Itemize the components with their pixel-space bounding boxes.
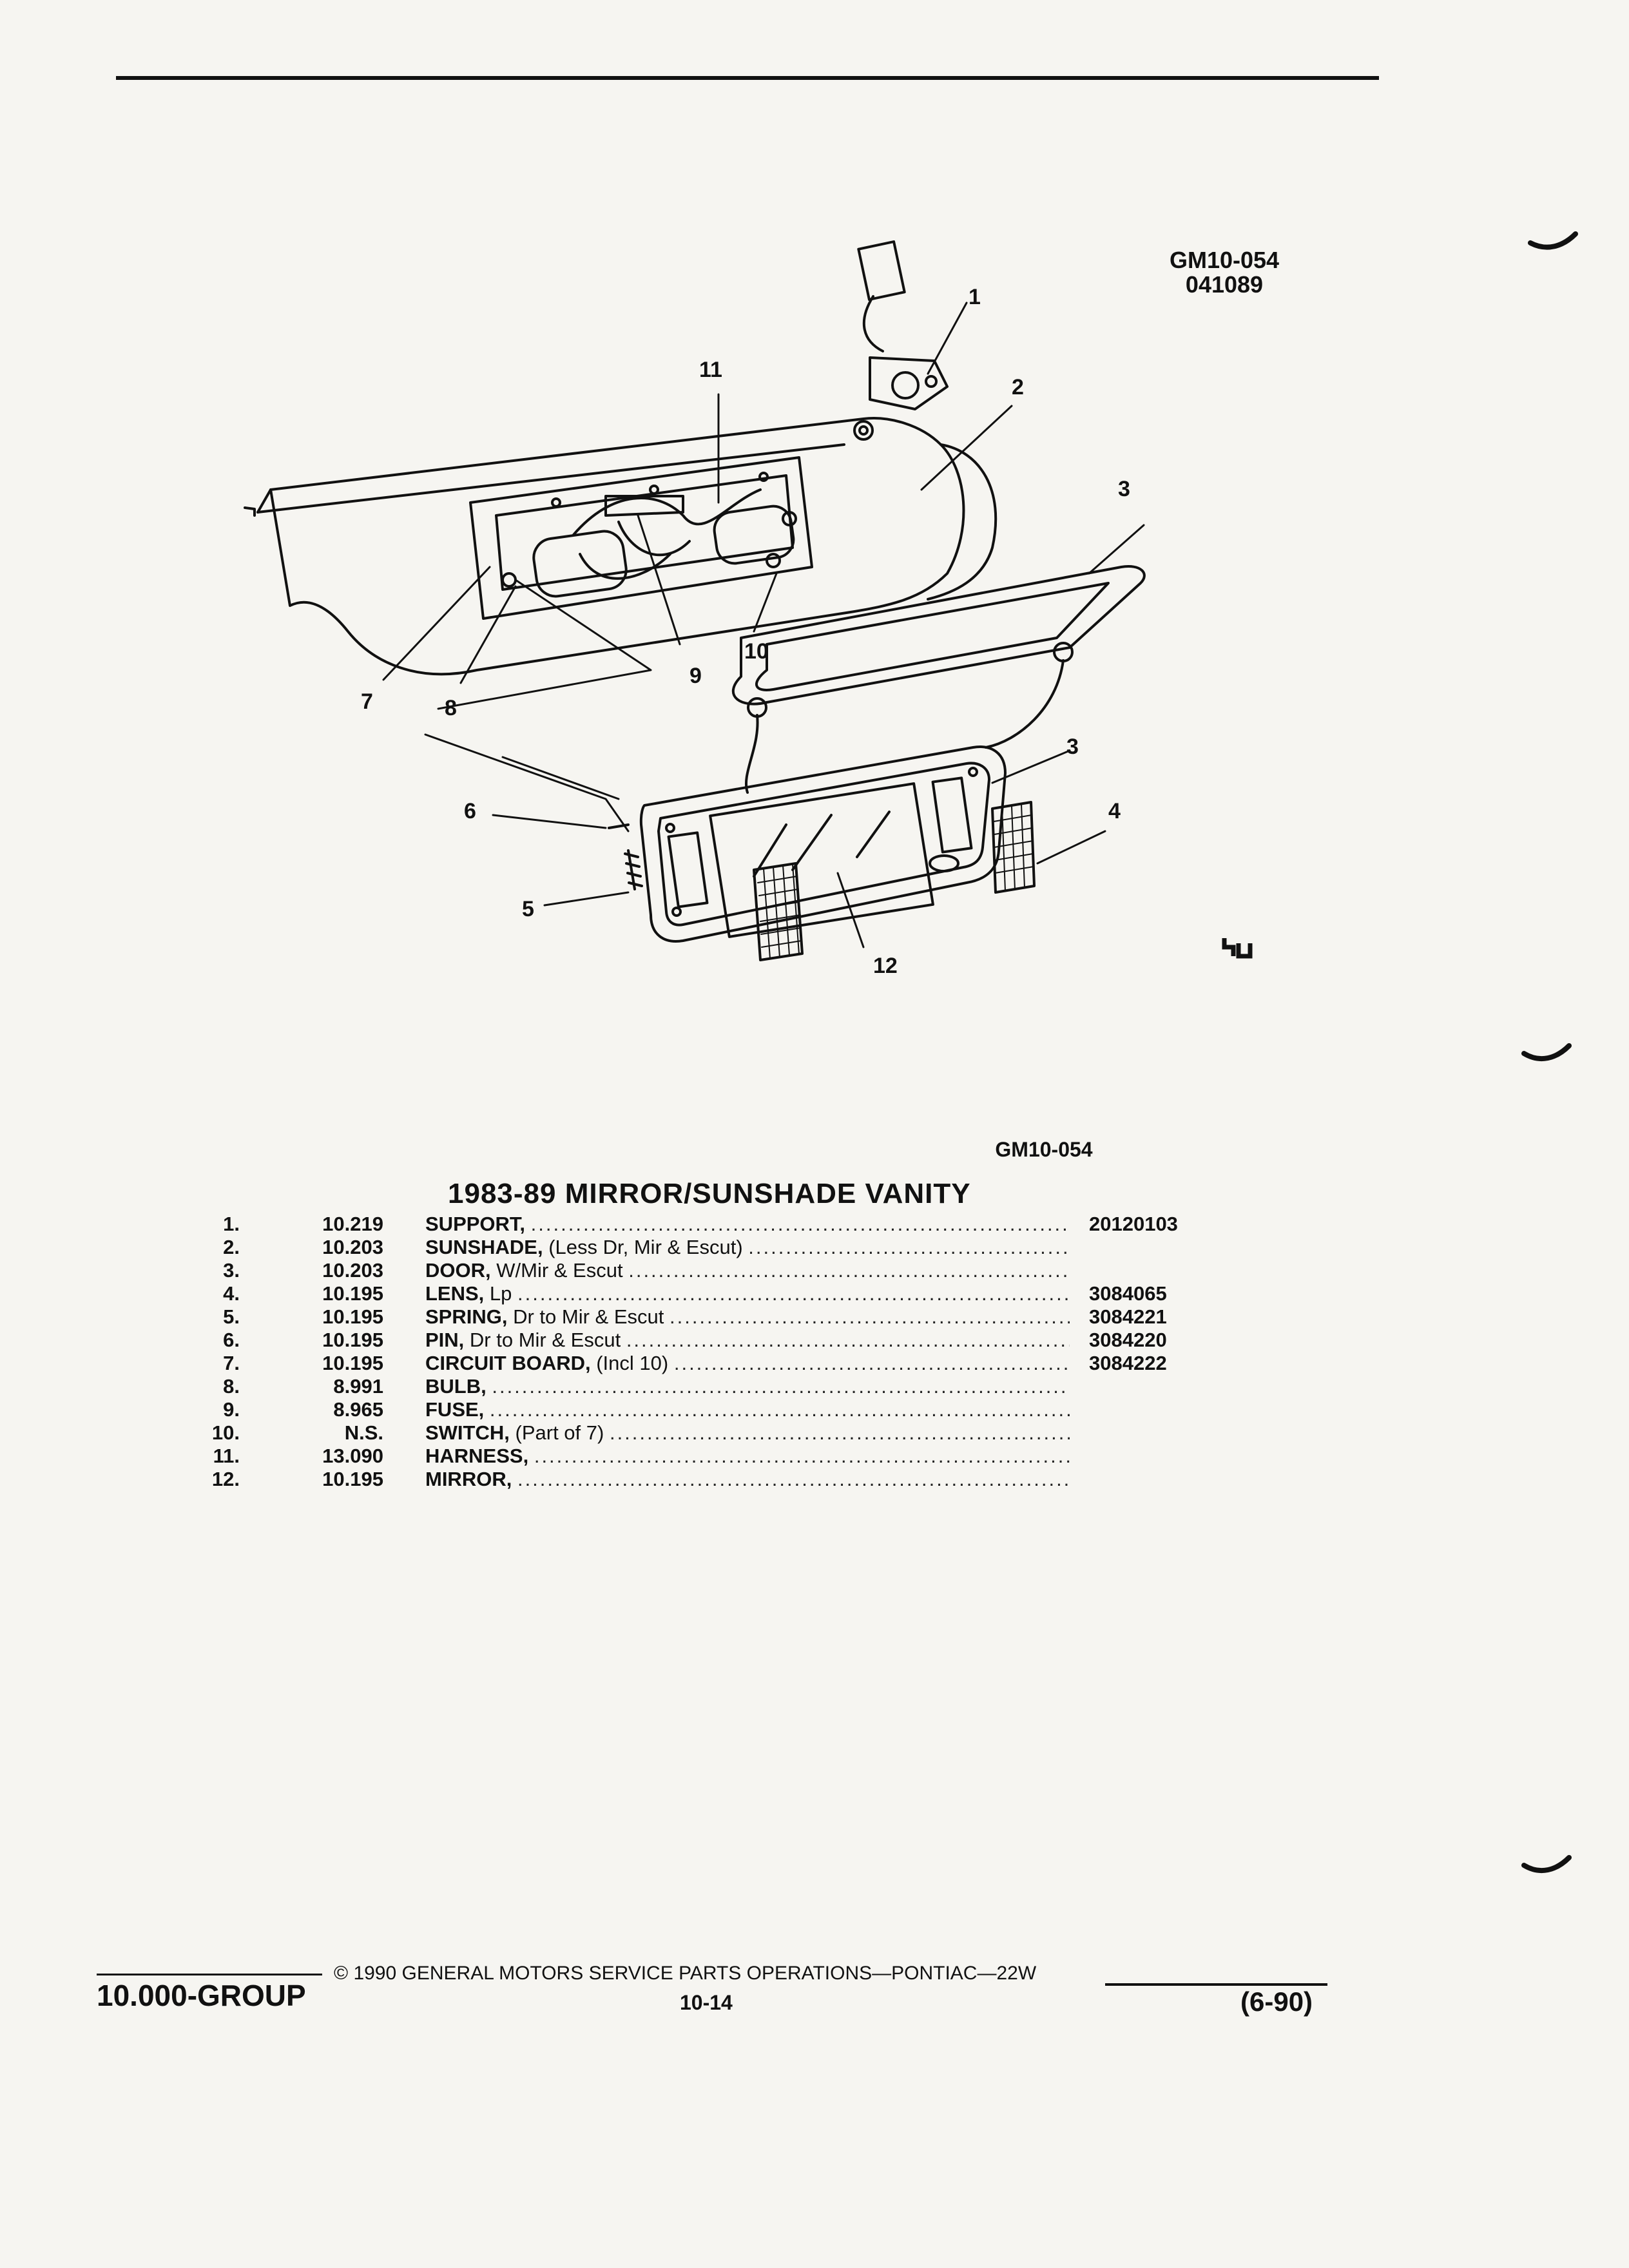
part-name: LENS, xyxy=(425,1282,485,1305)
part-name: PIN, xyxy=(425,1329,465,1351)
sunshade-part xyxy=(244,417,998,676)
item-number: 4. xyxy=(223,1282,240,1305)
section-title: 1983-89 MIRROR/SUNSHADE VANITY xyxy=(448,1178,971,1209)
part-name: MIRROR, xyxy=(425,1468,512,1490)
part-name: FUSE, xyxy=(425,1398,485,1421)
callout-1: 1 xyxy=(969,285,981,309)
part-description: LENS, Lp ...............................… xyxy=(425,1282,1070,1305)
footer-rule-left xyxy=(97,1974,322,1975)
part-number: 20120103 xyxy=(1089,1213,1178,1235)
part-description: SPRING, Dr to Mir & Escut ..............… xyxy=(425,1305,1070,1328)
part-name: BULB, xyxy=(425,1375,487,1398)
callout-9: 9 xyxy=(689,664,702,688)
group-number: 8.991 xyxy=(333,1375,383,1398)
group-number: 10.219 xyxy=(322,1213,383,1235)
part-name: SUNSHADE, xyxy=(425,1236,543,1258)
footer-group: 10.000-GROUP xyxy=(97,1979,306,2012)
lens-parts xyxy=(753,801,1036,961)
caption-code: GM10-054 xyxy=(995,1138,1093,1161)
parts-list: 1. 10.219 SUPPORT, .....................… xyxy=(0,1213,1629,1496)
part-detail: (Part of 7) xyxy=(515,1421,604,1444)
item-number: 8. xyxy=(223,1375,240,1398)
figure-date-code: 041089 xyxy=(1185,271,1264,298)
item-number: 2. xyxy=(223,1236,240,1258)
part-number: 3084221 xyxy=(1089,1305,1167,1328)
part-description: SUNSHADE, (Less Dr, Mir & Escut) .......… xyxy=(425,1236,1070,1258)
margin-mark-bottom xyxy=(1521,1855,1572,1874)
item-number: 12. xyxy=(211,1468,240,1490)
item-number: 6. xyxy=(223,1329,240,1351)
top-rule xyxy=(116,76,1379,80)
pin-spring-parts xyxy=(608,823,643,890)
group-number: 10.195 xyxy=(322,1468,383,1490)
part-description: FUSE, ..................................… xyxy=(425,1398,1070,1421)
item-number: 10. xyxy=(211,1421,240,1444)
part-name: SWITCH, xyxy=(425,1421,510,1444)
group-number: 10.195 xyxy=(322,1282,383,1305)
group-number: 10.203 xyxy=(322,1259,383,1282)
door-frame-part xyxy=(731,565,1146,794)
footer-copyright: © 1990 GENERAL MOTORS SERVICE PARTS OPER… xyxy=(334,1963,1037,1984)
part-number: 3084222 xyxy=(1089,1352,1167,1374)
callout-12: 12 xyxy=(873,954,898,978)
part-name: DOOR, xyxy=(425,1259,491,1282)
part-detail: Dr to Mir & Escut xyxy=(469,1329,621,1351)
margin-mark-top xyxy=(1528,231,1578,250)
group-number: N.S. xyxy=(344,1421,383,1444)
callout-3-lower: 3 xyxy=(1066,735,1079,759)
part-description: CIRCUIT BOARD, (Incl 10) ...............… xyxy=(425,1352,1070,1374)
gm-symbol-icon xyxy=(1222,938,1253,959)
part-description: MIRROR, ................................… xyxy=(425,1468,1070,1490)
part-detail: (Incl 10) xyxy=(596,1352,669,1374)
footer-page-number: 10-14 xyxy=(680,1991,733,2014)
callout-6: 6 xyxy=(464,799,476,823)
item-number: 7. xyxy=(223,1352,240,1374)
callout-4: 4 xyxy=(1108,799,1121,823)
item-number: 3. xyxy=(223,1259,240,1282)
margin-mark-middle xyxy=(1521,1043,1572,1062)
callout-8: 8 xyxy=(445,696,457,720)
escutcheon-mirror-part xyxy=(639,745,1007,943)
part-description: HARNESS, ...............................… xyxy=(425,1445,1070,1467)
group-number: 8.965 xyxy=(333,1398,383,1421)
figure-code: GM10-054 xyxy=(1169,247,1280,273)
group-number: 13.090 xyxy=(322,1445,383,1467)
item-number: 11. xyxy=(213,1445,240,1467)
part-name: SPRING, xyxy=(425,1305,508,1328)
support-part xyxy=(857,240,949,410)
part-name: SUPPORT, xyxy=(425,1213,526,1235)
leader-lines xyxy=(382,302,1145,948)
footer-rule-right xyxy=(1105,1983,1327,1986)
callout-7: 7 xyxy=(361,689,373,714)
part-description: PIN, Dr to Mir & Escut .................… xyxy=(425,1329,1070,1351)
part-description: SUPPORT, ...............................… xyxy=(425,1213,1070,1235)
part-name: CIRCUIT BOARD, xyxy=(425,1352,591,1374)
group-number: 10.195 xyxy=(322,1329,383,1351)
item-number: 1. xyxy=(223,1213,240,1235)
item-number: 9. xyxy=(223,1398,240,1421)
callout-3-upper: 3 xyxy=(1118,477,1130,501)
callout-5: 5 xyxy=(522,897,534,921)
part-detail: Lp xyxy=(489,1282,512,1305)
part-description: SWITCH, (Part of 7) ....................… xyxy=(425,1421,1070,1444)
footer-revision-date: (6-90) xyxy=(1240,1986,1313,2017)
part-description: BULB, ..................................… xyxy=(425,1375,1070,1398)
callout-2: 2 xyxy=(1012,375,1024,399)
group-number: 10.195 xyxy=(322,1305,383,1328)
callout-10: 10 xyxy=(744,639,769,664)
item-number: 5. xyxy=(223,1305,240,1328)
group-number: 10.203 xyxy=(322,1236,383,1258)
callout-11: 11 xyxy=(699,358,722,382)
part-description: DOOR, W/Mir & Escut ....................… xyxy=(425,1259,1070,1282)
part-detail: W/Mir & Escut xyxy=(496,1259,623,1282)
figure-code-block: GM10-054 041089 xyxy=(1153,248,1295,297)
group-number: 10.195 xyxy=(322,1352,383,1374)
exploded-view-diagram xyxy=(244,240,1146,961)
part-number: 3084220 xyxy=(1089,1329,1167,1351)
part-name: HARNESS, xyxy=(425,1445,529,1467)
part-number: 3084065 xyxy=(1089,1282,1167,1305)
part-detail: (Less Dr, Mir & Escut) xyxy=(548,1236,743,1258)
part-detail: Dr to Mir & Escut xyxy=(513,1305,664,1328)
